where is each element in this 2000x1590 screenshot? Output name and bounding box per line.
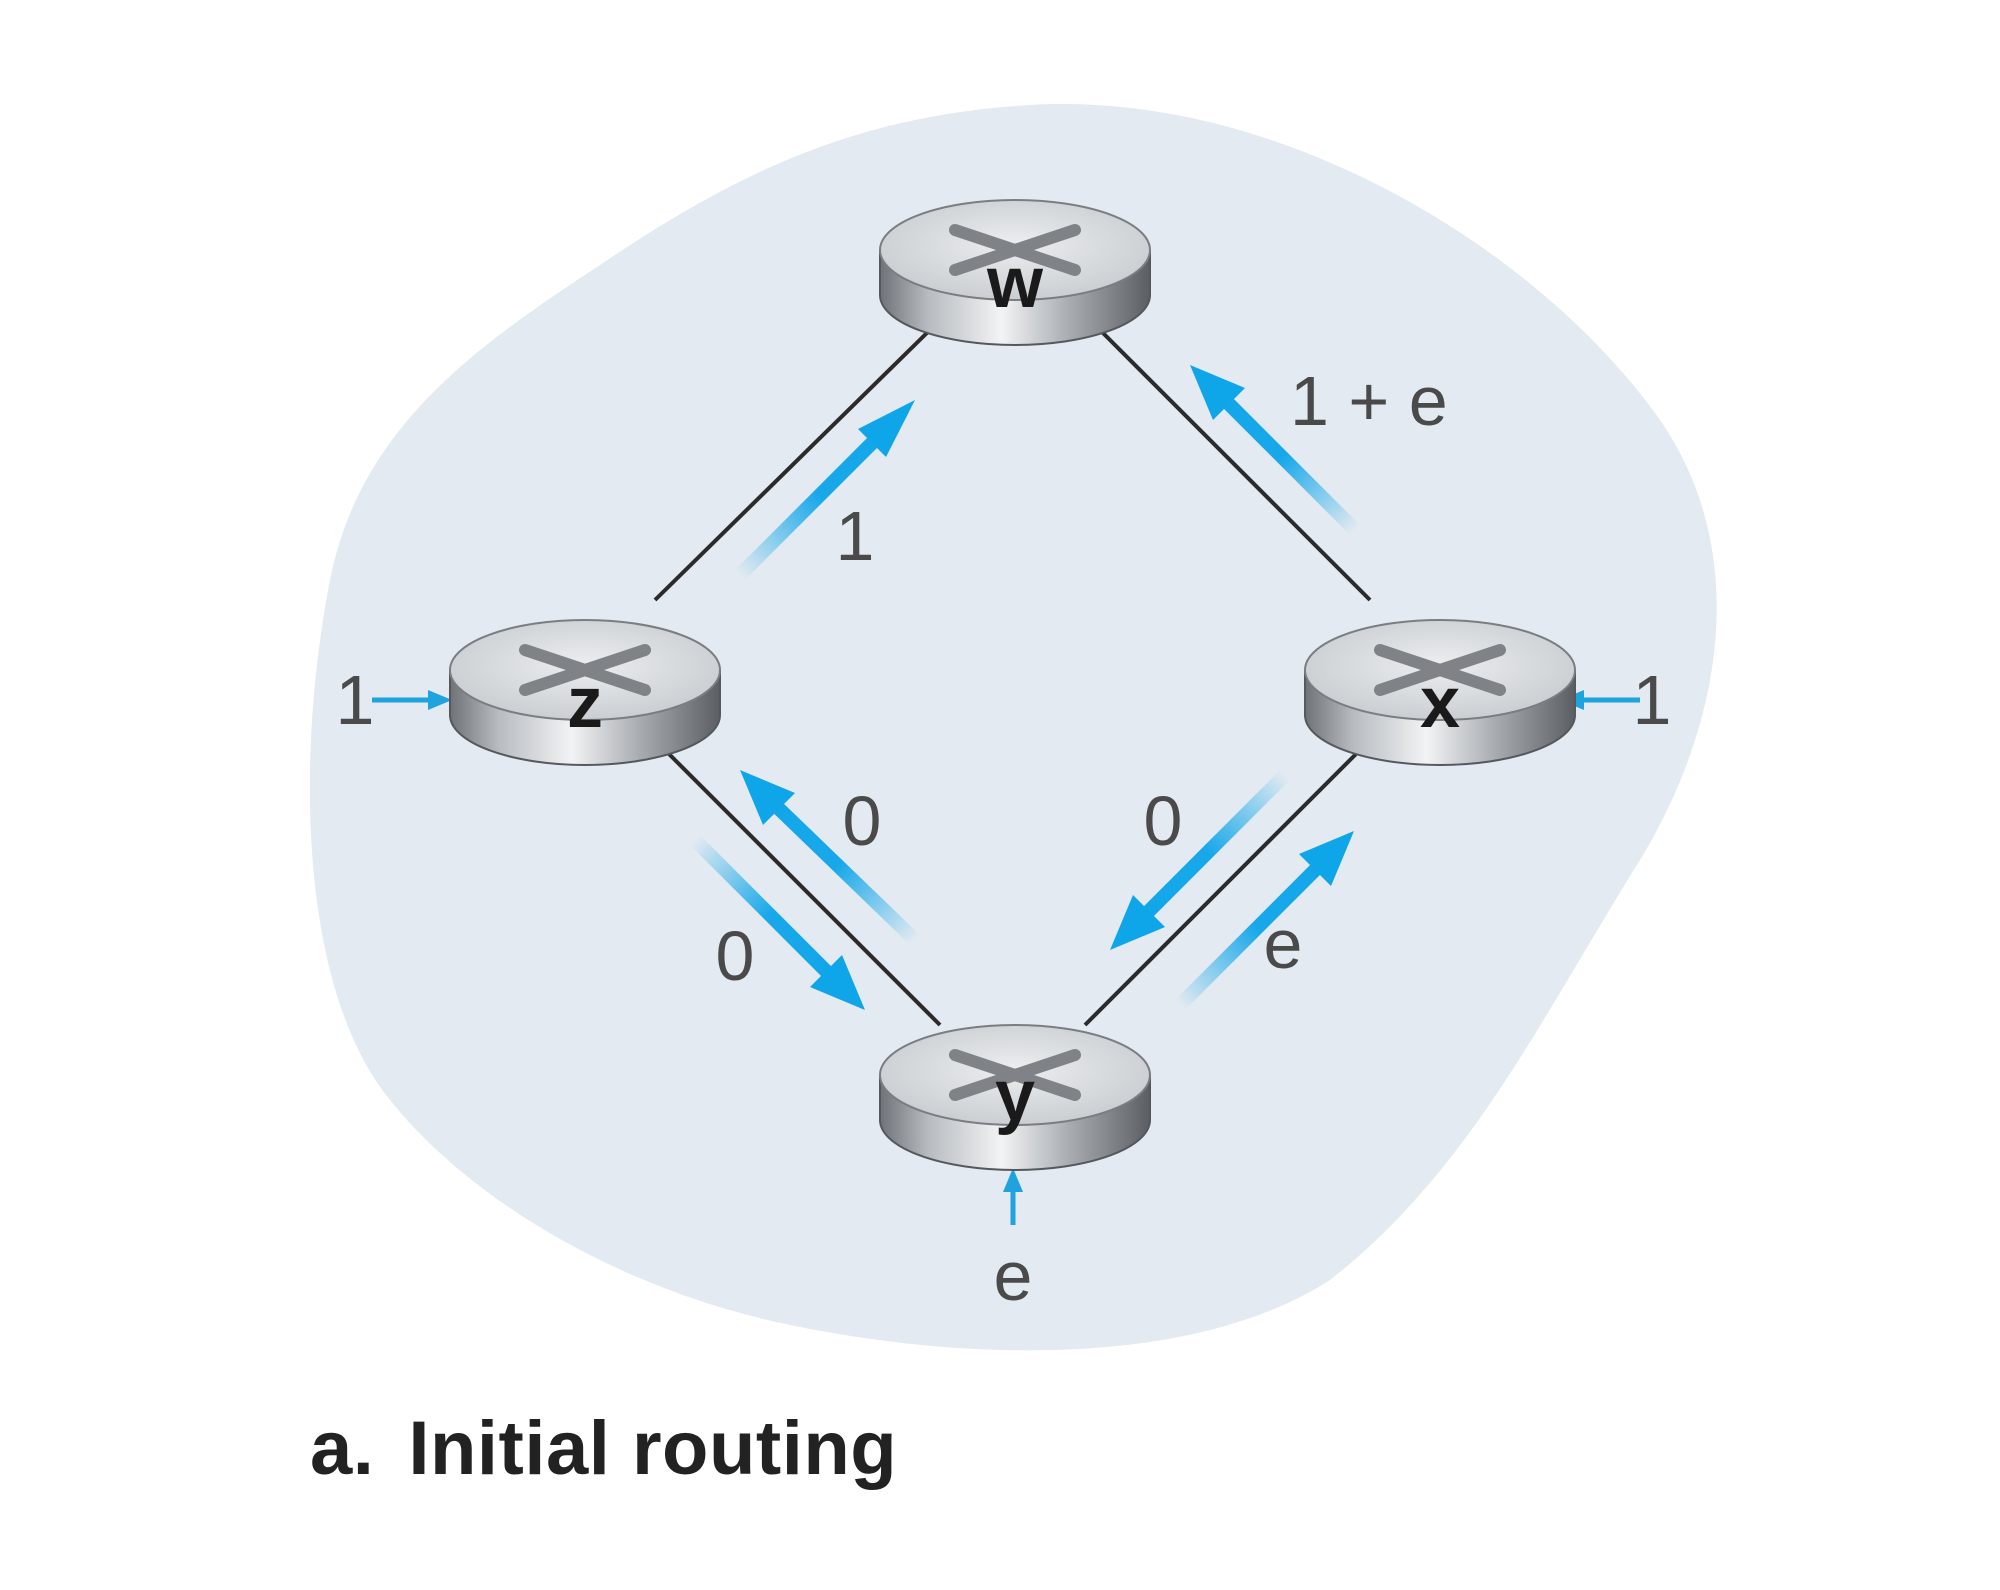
link-z-y: [653, 738, 942, 1027]
flow-arrowhead-z-w: [858, 400, 915, 457]
flow-arrowhead-y-z: [740, 770, 795, 825]
router-icon: [879, 1024, 1151, 1171]
load-label-z-w: 1: [836, 497, 875, 575]
load-label-y-x: e: [1264, 905, 1303, 983]
flow-arrowhead-z-y: [810, 955, 865, 1010]
router-label-w: w: [986, 243, 1044, 323]
link-z-w: [653, 323, 937, 602]
input-arrows: [372, 690, 1640, 1225]
router-label-z: z: [567, 663, 603, 743]
flow-arrow-y-z: [767, 796, 920, 946]
flow-arrow-x-y: [1137, 770, 1290, 923]
caption-text: Initial routing: [408, 1406, 898, 1491]
router-label-x: x: [1420, 663, 1460, 743]
load-label-x-y: 0: [1144, 782, 1183, 860]
link-w-x: [1093, 323, 1372, 602]
input-labels: 1 1 e: [336, 661, 1672, 1315]
flow-arrow-z-y: [690, 835, 838, 983]
figure-caption: a. Initial routing: [310, 1405, 897, 1492]
input-arrowhead-y: [1003, 1168, 1023, 1192]
caption-letter: a.: [310, 1406, 375, 1491]
router-x: x: [1304, 619, 1576, 766]
flow-arrow-y-x: [1175, 858, 1327, 1010]
router-icon: [449, 619, 721, 766]
load-label-y-z: 0: [843, 782, 882, 860]
links: [653, 323, 1372, 1027]
flow-arrowhead-y-x: [1299, 831, 1354, 886]
input-label-y: e: [994, 1237, 1033, 1315]
flow-arrowhead-x-y: [1110, 895, 1165, 950]
load-label-z-y: 0: [716, 917, 755, 995]
input-arrowhead-z: [428, 690, 452, 710]
flow-arrow-x-w: [1217, 392, 1360, 535]
router-label-y: y: [995, 1056, 1035, 1136]
router-w: w: [879, 199, 1151, 346]
flow-arrow-z-w: [735, 425, 890, 580]
link-load-labels: 1 1 + e 0 0 0 e: [716, 362, 1448, 995]
link-x-y: [1083, 738, 1372, 1027]
router-icon: [1304, 619, 1576, 766]
input-label-z: 1: [336, 661, 375, 739]
flow-arrows: [690, 365, 1360, 1010]
flow-arrowhead-x-w: [1190, 365, 1245, 420]
router-z: z: [449, 619, 721, 766]
router-y: y: [879, 1024, 1151, 1171]
router-icon: [879, 199, 1151, 346]
network-region: [309, 104, 1717, 1351]
load-label-x-w: 1 + e: [1290, 362, 1448, 440]
input-label-x: 1: [1633, 661, 1672, 739]
